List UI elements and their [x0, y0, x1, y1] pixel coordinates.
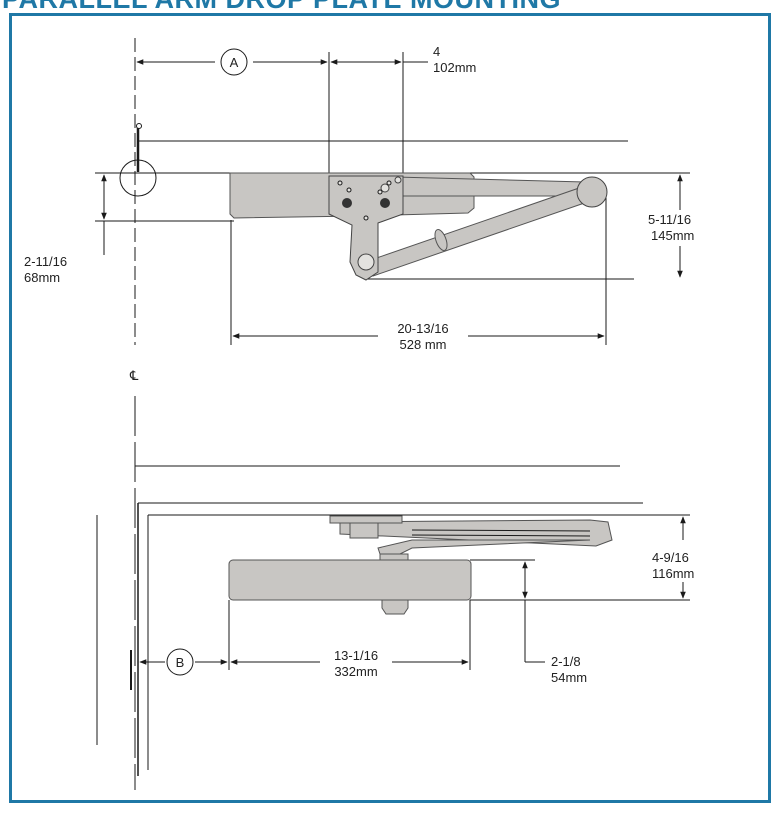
header-title: PARALLEL ARM DROP PLATE MOUNTING — [2, 0, 561, 14]
dim-4-mm-text: 102mm — [433, 60, 476, 75]
arm-elbow — [576, 176, 608, 208]
dim-5-11-16-text: 5-11/16 — [648, 212, 691, 227]
dim-20-13-16-mm-text: 528 mm — [400, 337, 447, 352]
dim-13-1-16-text: 13-1/16 — [334, 648, 378, 663]
label-b: B — [176, 655, 185, 670]
dim-5-11-16-mm-text: 145mm — [651, 228, 694, 243]
label-a: A — [230, 55, 239, 70]
drawing-frame — [9, 13, 771, 803]
dim-13-1-16-mm-text: 332mm — [334, 664, 377, 679]
dim-4-9-16-text: 4-9/16 — [652, 550, 689, 565]
dim-20-13-16-text: 20-13/16 — [397, 321, 448, 336]
main-arm — [394, 176, 591, 197]
page-header: PARALLEL ARM DROP PLATE MOUNTING — [0, 0, 784, 14]
bottom-view — [96, 396, 690, 790]
dim-4-9-16-mm-text: 116mm — [652, 566, 694, 581]
dim-2-1-8-mm-text: 54mm — [551, 670, 587, 685]
label-a-circle — [220, 48, 248, 76]
label-b-circle — [166, 648, 194, 676]
closer-body-bottom — [228, 559, 472, 601]
top-view — [95, 38, 690, 345]
centerline-symbol: ℄ — [129, 368, 139, 383]
dim-2-1-8-text: 2-1/8 — [551, 654, 581, 669]
dim-4-text: 4 — [433, 44, 440, 59]
dim-2-11-16-mm-text: 68mm — [24, 270, 60, 285]
dim-2-11-16-text: 2-11/16 — [24, 254, 67, 269]
